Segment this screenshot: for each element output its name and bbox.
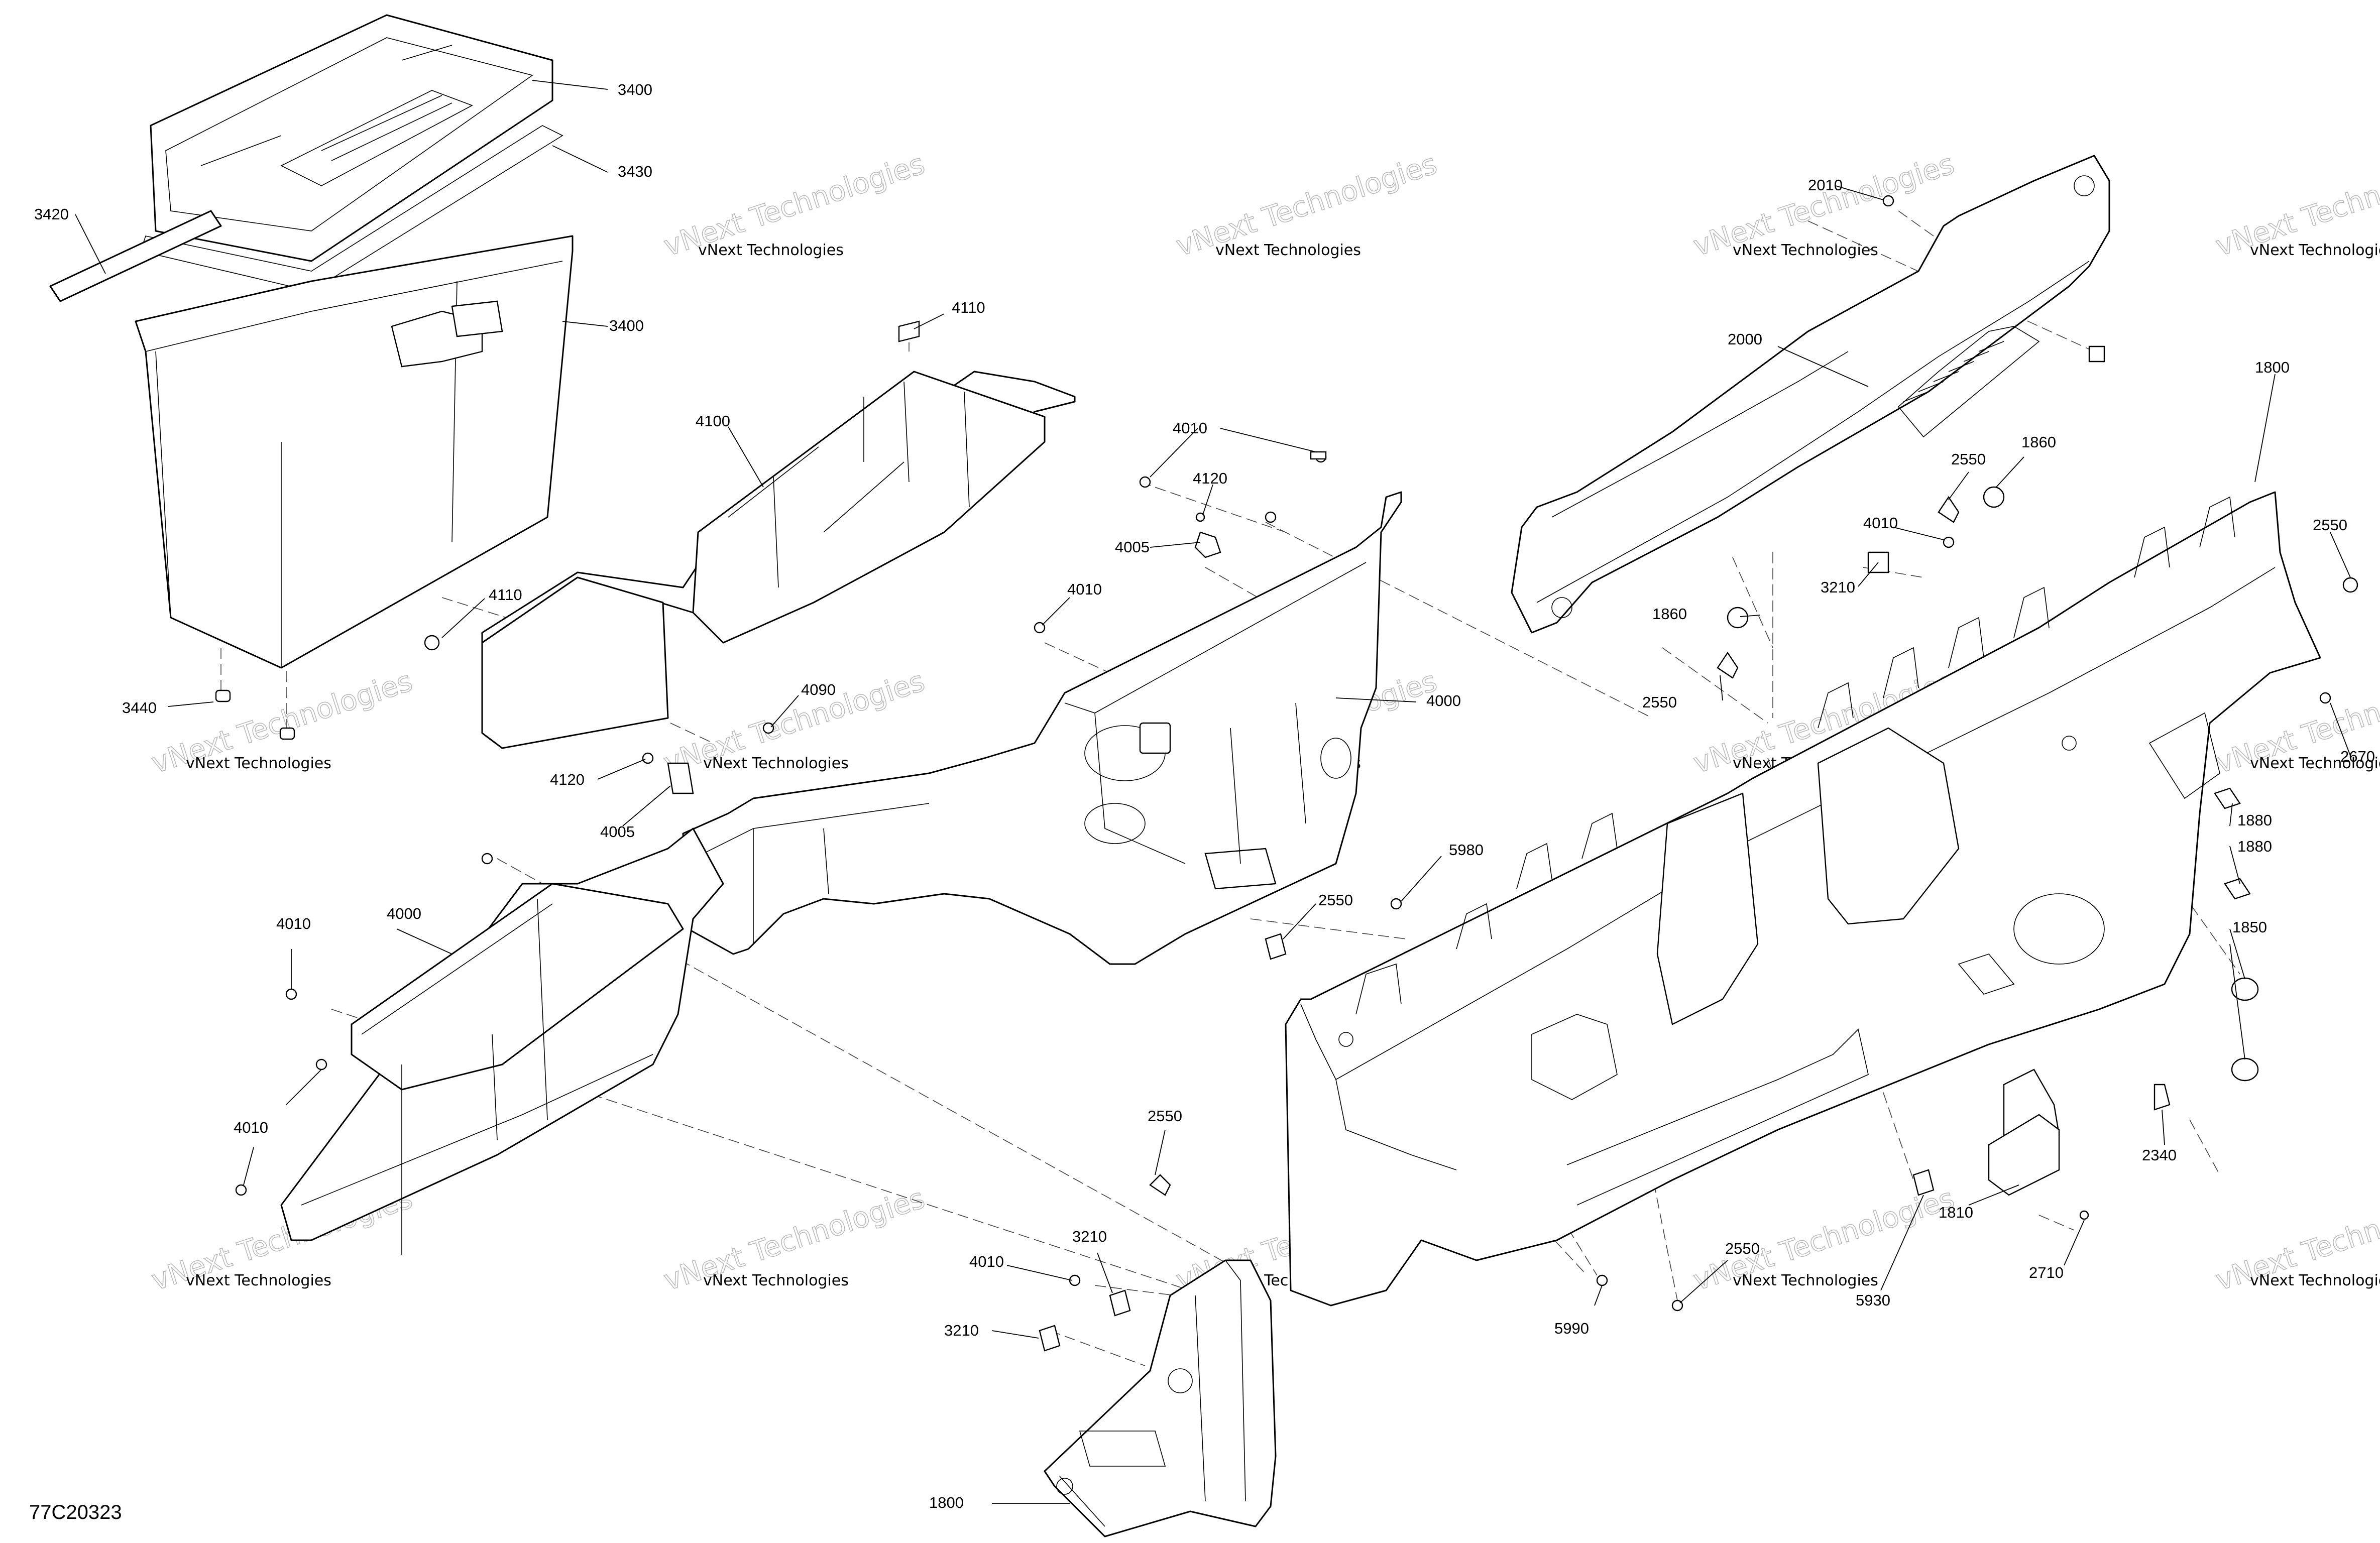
callout-label: 1880 bbox=[2237, 811, 2272, 829]
callout-label: 3400 bbox=[618, 81, 652, 98]
callout-label: 3420 bbox=[34, 205, 69, 223]
callout-label: 1880 bbox=[2237, 838, 2272, 855]
callout-label: 2550 bbox=[1148, 1107, 1182, 1125]
watermark-small: vNext Technologies bbox=[1215, 242, 1361, 259]
callout-label: 2550 bbox=[1642, 693, 1677, 711]
callout-label: 4010 bbox=[969, 1253, 1004, 1270]
callout-labels: 3400 3430 3420 3400 3440 4110 4100 4110 … bbox=[34, 81, 2375, 1511]
callout-label: 1850 bbox=[2232, 918, 2267, 936]
watermark-small: vNext Technologies bbox=[186, 755, 331, 772]
callout-label: 1800 bbox=[2255, 359, 2290, 376]
callout-label: 4090 bbox=[801, 681, 836, 698]
main-frame-1800 bbox=[1044, 491, 2321, 1537]
air-duct-4000-center bbox=[682, 491, 1402, 965]
callout-label: 2550 bbox=[1318, 891, 1353, 909]
watermark-small: vNext Technologies bbox=[2250, 1272, 2380, 1289]
callout-label: 3210 bbox=[1072, 1228, 1107, 1245]
air-duct-4000-left bbox=[280, 827, 724, 1255]
watermark-small: vNext Technologies bbox=[703, 755, 849, 772]
air-duct-4100 bbox=[481, 371, 1076, 749]
callout-label: 3210 bbox=[1821, 578, 1855, 596]
callout-label: 4110 bbox=[952, 299, 985, 316]
storage-box-assembly bbox=[49, 14, 574, 740]
callout-label: 3430 bbox=[618, 163, 652, 180]
callout-label: 4120 bbox=[550, 771, 585, 788]
callout-label: 4005 bbox=[600, 823, 635, 841]
storage-box-foot bbox=[279, 727, 295, 740]
side-bracket-2000 bbox=[1511, 155, 2110, 634]
callout-label: 3400 bbox=[609, 317, 644, 334]
watermark-small: vNext Technologies bbox=[1733, 1272, 1878, 1289]
storage-box-foot bbox=[215, 689, 231, 702]
callout-label: 5980 bbox=[1449, 841, 1484, 859]
callout-label: 4010 bbox=[276, 915, 311, 932]
watermark-small: vNext Technologies bbox=[2250, 242, 2380, 259]
callout-label: 2710 bbox=[2029, 1264, 2064, 1281]
hardware-fasteners bbox=[235, 195, 2358, 1352]
callout-label: 1810 bbox=[1939, 1204, 1973, 1221]
callout-label: 1860 bbox=[1652, 605, 1687, 623]
callout-label: 4000 bbox=[1426, 692, 1461, 709]
callout-label: 3440 bbox=[122, 699, 157, 717]
callout-label: 2550 bbox=[2313, 516, 2347, 534]
callout-label: 5930 bbox=[1856, 1291, 1890, 1309]
callout-label: 4010 bbox=[1863, 514, 1898, 532]
callout-label: 4010 bbox=[234, 1119, 268, 1136]
watermark-small: vNext Technologies bbox=[186, 1272, 331, 1289]
callout-label: 4110 bbox=[489, 586, 522, 604]
callout-label: 2550 bbox=[1725, 1240, 1760, 1257]
watermark-small: vNext Technologies bbox=[698, 242, 844, 259]
storage-box-lid bbox=[150, 14, 553, 262]
callout-label: 5990 bbox=[1554, 1320, 1589, 1337]
callout-label: 4005 bbox=[1115, 538, 1150, 556]
watermark-small: vNext Technologies bbox=[1733, 242, 1878, 259]
figure-code: 77C20323 bbox=[29, 1501, 122, 1523]
callout-label: 4120 bbox=[1193, 469, 1227, 487]
callout-label: 4010 bbox=[1067, 580, 1102, 598]
callout-label: 2670 bbox=[2340, 748, 2375, 765]
callout-label: 2000 bbox=[1728, 330, 1762, 348]
callout-label: 4010 bbox=[1173, 419, 1207, 437]
callout-label: 1800 bbox=[929, 1494, 964, 1511]
watermark-small: vNext Technologies bbox=[703, 1272, 849, 1289]
storage-box-handle bbox=[49, 210, 222, 302]
callout-label: 2550 bbox=[1951, 450, 1986, 468]
callout-label: 3210 bbox=[944, 1322, 979, 1339]
callout-label: 2340 bbox=[2142, 1146, 2177, 1164]
callout-label: 4100 bbox=[696, 412, 730, 430]
watermark-small: vNext Technologies bbox=[2250, 755, 2380, 772]
callout-label: 4000 bbox=[387, 905, 421, 922]
callout-label: 2010 bbox=[1808, 176, 1843, 194]
callout-leaders bbox=[75, 80, 2351, 1504]
callout-label: 1860 bbox=[2021, 433, 2056, 451]
